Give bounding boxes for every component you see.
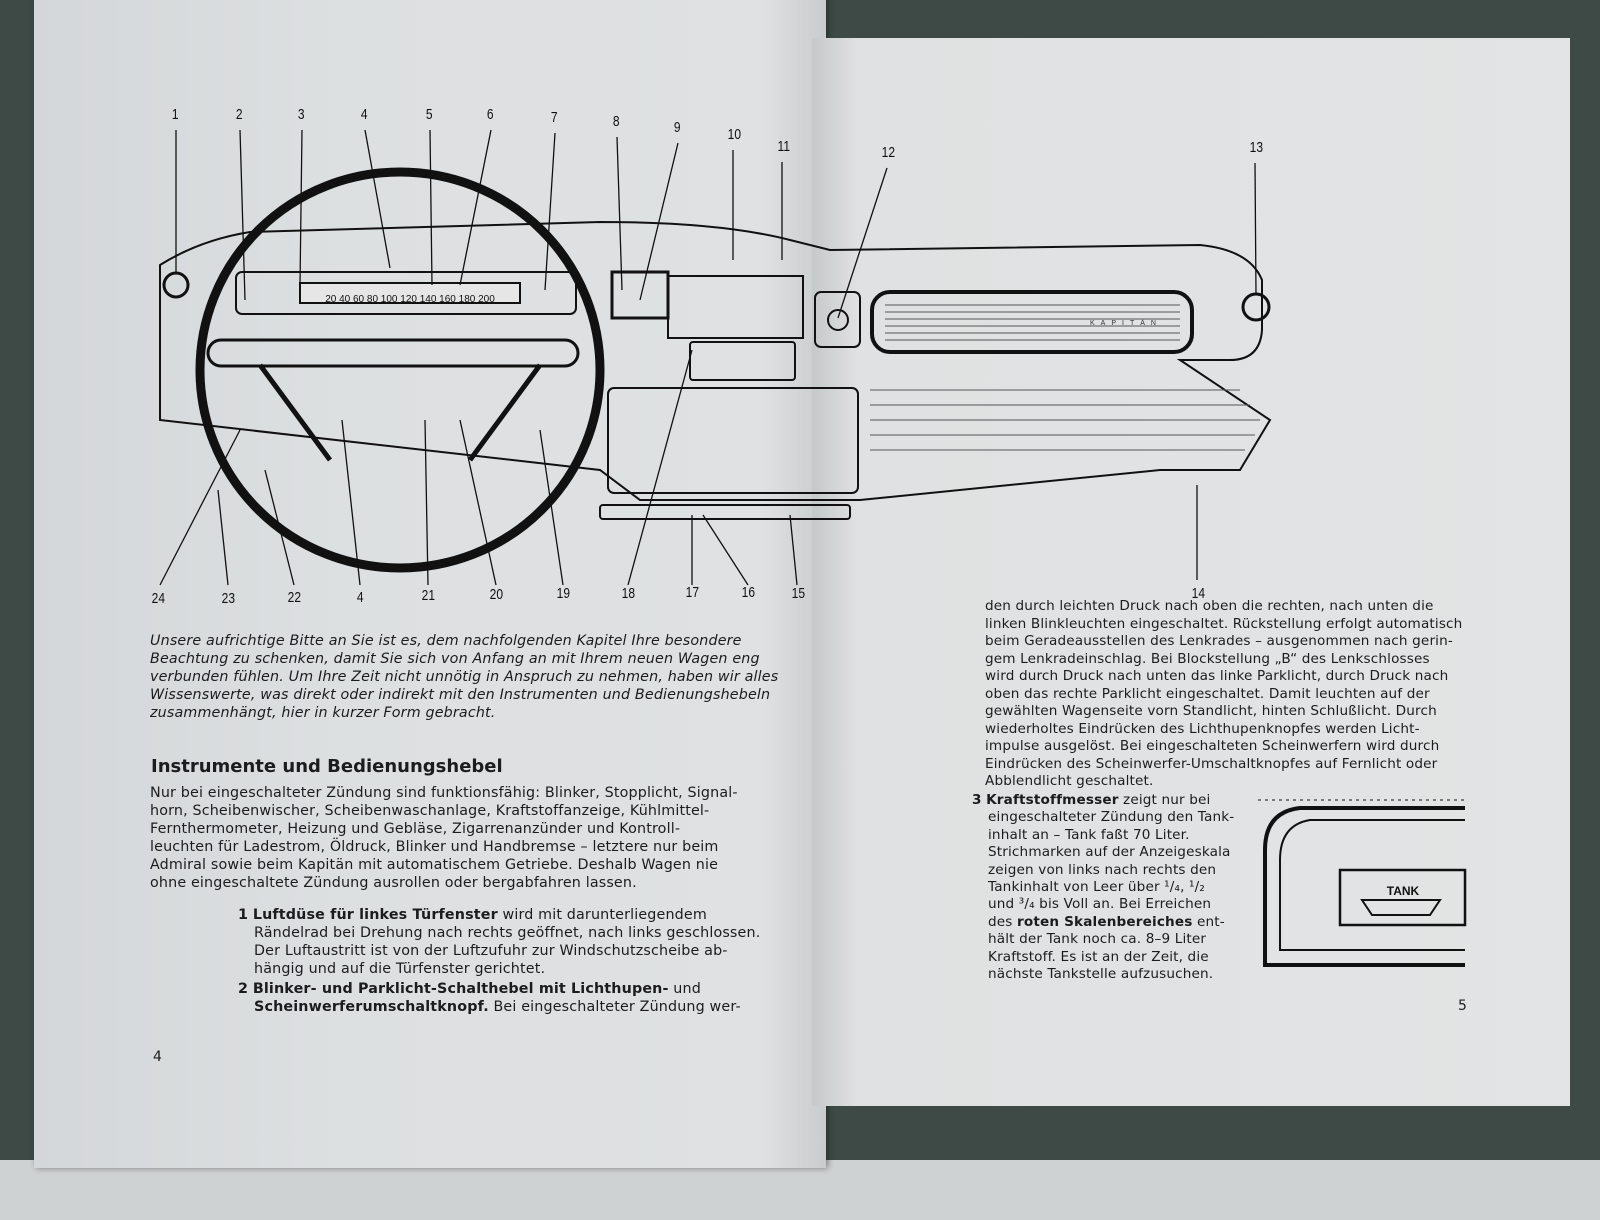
text-line: Tankinhalt von Leer über ¹/₄, ¹/₂ (988, 879, 1205, 896)
callout-number: 9 (673, 119, 681, 136)
text-line: wird durch Druck nach unten das linke Pa… (985, 668, 1449, 684)
callout-number: 22 (287, 589, 302, 606)
callout-number: 12 (881, 144, 896, 161)
text-line: und ³/₄ bis Voll an. Bei Erreichen (988, 896, 1212, 913)
text-line: Strichmarken auf der Anzeigeskala (988, 844, 1231, 861)
text-line: Wissenswerte, was direkt oder indirekt m… (150, 687, 771, 703)
kapitaen-trim (870, 290, 1194, 354)
text-line: wiederholtes Eindrücken des Lichthupenkn… (985, 720, 1420, 737)
brand-lettering: KAPITÄN (1090, 319, 1162, 327)
text-line: gewählten Wagenseite vorn Standlicht, hi… (985, 703, 1437, 719)
item-title: Luftdüse für linkes Türfenster (252, 907, 498, 923)
item-3: 3 Kraftstoffmesser zeigt nur bei eingesc… (972, 792, 1234, 983)
item-title: Blinker- und Parklicht-Schalthebel mit L… (252, 981, 669, 997)
callout-number: 20 (489, 586, 504, 603)
callout-number: 2 (235, 106, 243, 123)
text-line: ohne eingeschaltete Zündung ausrollen od… (150, 875, 637, 891)
callout-number: 16 (741, 584, 756, 601)
text-line: zeigt nur bei (1118, 792, 1211, 808)
item-1: 1 Luftdüse für linkes Türfenster wird mi… (238, 906, 760, 978)
callout-number: 5 (425, 106, 433, 123)
text-line: Rändelrad bei Drehung nach rechts geöffn… (254, 925, 761, 941)
glove-box (607, 387, 859, 494)
text-line: des (988, 913, 1017, 930)
item-number: 1 (238, 907, 249, 923)
steering-wheel (195, 167, 605, 573)
item-number: 3 (972, 792, 982, 808)
callout-number: 8 (612, 113, 620, 130)
right-air-vent (1241, 292, 1271, 322)
callout-number: 24 (151, 590, 166, 607)
left-page (34, 0, 826, 1168)
item-2: 2 Blinker- und Parklicht-Schalthebel mit… (238, 980, 741, 1016)
callout-number: 23 (221, 590, 236, 607)
page-number-left: 4 (153, 1049, 162, 1065)
text-line: oben das rechte Parklicht eingeschaltet.… (985, 685, 1430, 702)
text-line: Bei eingeschalteter Zündung wer- (488, 999, 741, 1015)
continued-paragraph: den durch leichten Druck nach oben die r… (985, 598, 1462, 791)
callout-number: 4 (356, 589, 364, 606)
text-line: Beachtung zu schenken, damit Sie sich vo… (150, 651, 760, 667)
text-line: Admiral sowie beim Kapitän mit automatis… (150, 857, 719, 873)
clock (610, 270, 670, 320)
tank-label: TANK (1387, 884, 1420, 898)
callout-number: 4 (360, 106, 368, 123)
callout-number: 14 (1191, 585, 1206, 602)
callout-number: 15 (791, 585, 806, 602)
text-line: Kraftstoff. Es ist an der Zeit, die (988, 948, 1209, 965)
callout-number: 10 (727, 126, 742, 143)
tank-gauge-illustration (1258, 799, 1467, 967)
page-number-right: 5 (1458, 998, 1467, 1014)
text-line: leuchten für Ladestrom, Öldruck, Blinker… (150, 839, 719, 855)
text-line: zusammenhängt, hier in kurzer Form gebra… (150, 705, 496, 721)
callout-number: 7 (550, 109, 558, 126)
text-line: Fernthermometer, Heizung und Gebläse, Zi… (150, 821, 681, 837)
text-line: Der Luftaustritt ist von der Luftzufuhr … (254, 943, 728, 959)
callout-number: 21 (421, 587, 436, 604)
callout-number: 18 (621, 585, 636, 602)
text-line: impulse ausgelöst. Bei eingeschalteten S… (985, 738, 1440, 754)
text-line: beim Geradeausstellen des Lenkrades – au… (985, 633, 1453, 649)
callout-number: 6 (486, 106, 494, 123)
text-line: eingeschalteter Zündung den Tank- (988, 809, 1235, 826)
item-title: Kraftstoffmesser (986, 792, 1119, 808)
text-line: horn, Scheibenwischer, Scheibenwaschanla… (150, 803, 710, 819)
text-line: gem Lenkradeinschlag. Bei Blockstellung … (985, 650, 1430, 667)
section-heading: Instrumente und Bedienungshebel (151, 756, 503, 777)
text-line: Nur bei eingeschalteter Zündung sind fun… (150, 785, 738, 801)
intro-paragraph: Unsere aufrichtige Bitte an Sie ist es, … (150, 632, 778, 722)
callout-number: 17 (685, 584, 700, 601)
text-line: ent- (1192, 913, 1225, 930)
text-line: Abblendlicht geschaltet. (985, 773, 1154, 789)
text-line: hält der Tank noch ca. 8–9 Liter (988, 931, 1207, 948)
callout-number: 19 (556, 585, 571, 602)
bold-phrase: roten Skalenbereiches (1017, 913, 1193, 930)
speedometer-scale: 20 40 60 80 100 120 140 160 180 200 (325, 294, 495, 305)
radio (689, 341, 796, 381)
callout-number: 11 (777, 138, 791, 155)
text-line: den durch leichten Druck nach oben die r… (985, 598, 1434, 614)
item-title: Scheinwerferumschaltknopf. (254, 999, 489, 1015)
text-line: wird mit darunterliegendem (497, 907, 707, 923)
instrument-cluster (235, 271, 577, 315)
text-line: inhalt an – Tank faßt 70 Liter. (988, 826, 1190, 843)
text-line: verbunden fühlen. Um Ihre Zeit nicht unn… (150, 669, 779, 685)
table-surface (0, 1160, 1600, 1220)
text-line: Eindrücken des Scheinwerfer-Umschaltknop… (985, 755, 1438, 772)
callout-number: 3 (297, 106, 305, 123)
item-number: 2 (238, 981, 249, 997)
text-line: linken Blinkleuchten eingeschaltet. Rück… (985, 615, 1463, 632)
callout-number: 13 (1249, 139, 1264, 156)
text-line: und (668, 981, 701, 997)
text-line: Unsere aufrichtige Bitte an Sie ist es, … (150, 633, 742, 649)
text-line: zeigen von links nach rechts den (988, 861, 1217, 878)
left-air-vent (162, 271, 190, 299)
text-line: hängig und auf die Türfenster gerichtet. (254, 961, 546, 977)
ignition-paragraph: Nur bei eingeschalteter Zündung sind fun… (150, 784, 738, 892)
callout-number: 1 (171, 106, 179, 123)
right-page (812, 38, 1570, 1106)
text-line: nächste Tankstelle aufzusuchen. (988, 966, 1214, 983)
